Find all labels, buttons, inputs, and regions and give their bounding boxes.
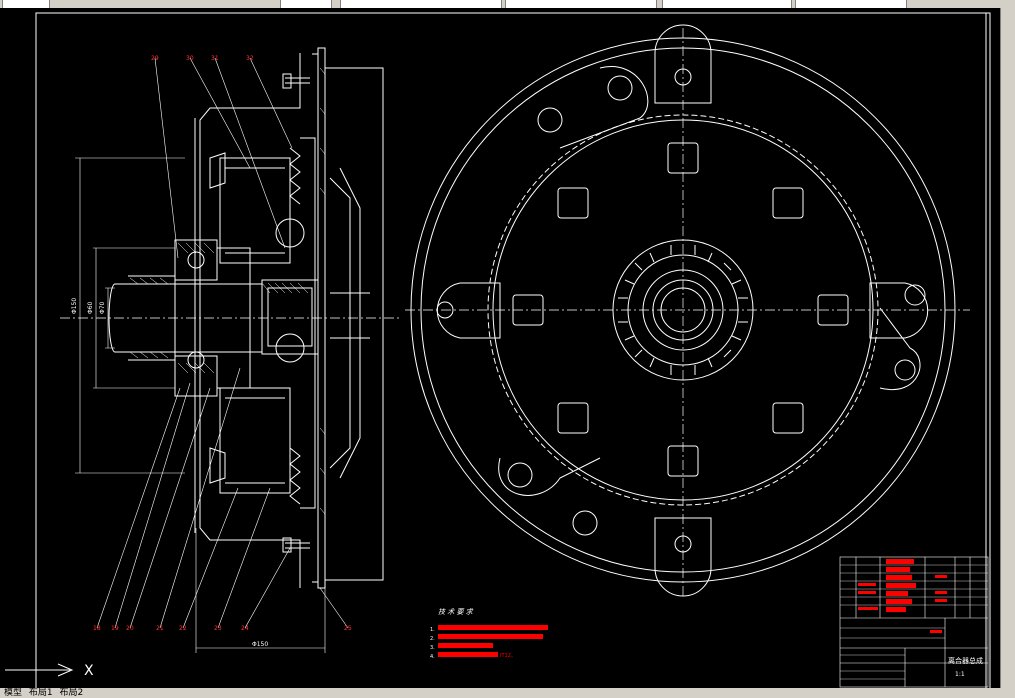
dim-text: Φ150 [71,298,78,314]
dimension-texts: Φ150 Φ60 Φ70 Φ150 [71,298,268,648]
tech-req-item: 3. [430,645,435,651]
section-view [75,47,384,653]
leader-label: 18 [93,625,101,632]
leader-label: 19 [111,625,119,632]
ucs-x-label: X [84,663,94,679]
tab-layout2[interactable]: 布局2 [59,688,84,698]
leader-label: 22 [179,625,187,632]
leader-label: 29 [151,55,159,62]
leader-numbers: 18 19 20 21 22 23 24 25 29 30 31 32 [93,55,352,632]
ucs-icon [5,663,74,677]
layer-dropdown[interactable] [2,0,50,8]
tab-model[interactable]: 模型 [4,688,23,698]
title-block [839,556,989,688]
leader-label: 20 [126,625,134,632]
leader-label: 32 [246,55,254,62]
vertical-scrollbar[interactable] [1000,8,1015,688]
linetype-dropdown[interactable] [505,0,657,8]
hatch [129,67,326,515]
tech-req-item: 2. [430,636,435,642]
tech-req-tail: IT12。 [500,653,516,659]
leader-label: 30 [186,55,194,62]
tech-req-heading: 技 术 要 求 [438,608,474,616]
title-block-red-marks [858,559,947,633]
dim-text: Φ60 [87,301,94,314]
tech-req-item: 4. [430,654,435,660]
layout-tab-bar: 模型 布局1 布局2 [0,688,1015,698]
leader-label: 21 [156,625,164,632]
leader-label: 25 [344,625,352,632]
leader-label: 24 [241,625,249,632]
color-dropdown[interactable] [340,0,502,8]
tab-layout1[interactable]: 布局1 [28,688,53,698]
plotstyle-dropdown[interactable] [795,0,907,8]
drawing-canvas[interactable]: 18 19 20 21 22 23 24 25 29 30 31 32 Φ150… [0,8,1000,688]
toolbar-strip [0,0,1015,8]
leader-label: 31 [211,55,219,62]
toolbar-field[interactable] [280,0,332,8]
leader-label: 23 [214,625,222,632]
leader-lines [96,57,349,629]
tech-req-item: 1. [430,627,435,633]
dim-text: Φ150 [252,641,268,648]
title-block-scale: 1:1 [955,671,965,678]
title-block-name: 离合器总成 [948,656,983,665]
lineweight-dropdown[interactable] [662,0,792,8]
dim-text: Φ70 [99,301,106,314]
technical-requirements: 技 术 要 求 1. 2. 3. 4. IT12。 [430,608,548,660]
